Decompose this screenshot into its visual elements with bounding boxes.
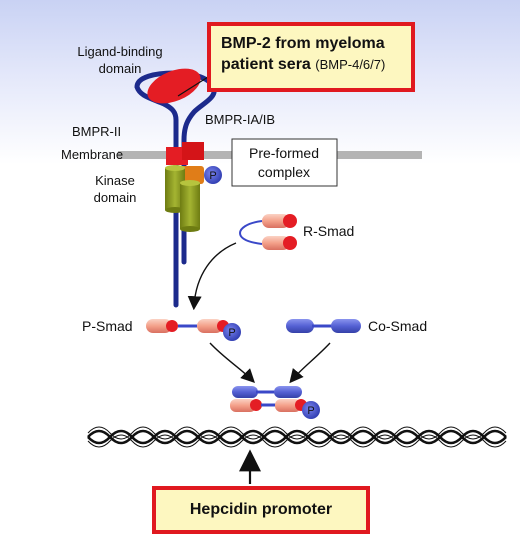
bmpr-ia-ib-label: BMPR-IA/IB: [205, 112, 275, 127]
bmpr-ii-label: BMPR-II: [72, 124, 121, 139]
preformed-label-2: complex: [258, 164, 310, 180]
co-smad-icon: [286, 319, 361, 333]
svg-text:P: P: [209, 170, 216, 182]
r-smad-label: R-Smad: [303, 223, 354, 239]
p-smad-icon: [146, 319, 241, 341]
p-smad-label: P-Smad: [82, 318, 133, 334]
ligand-bmp: [147, 68, 201, 104]
smad-complex-icon: [230, 386, 320, 419]
r-smad-icon: [238, 214, 297, 250]
membrane-label: Membrane: [61, 147, 123, 162]
kinase-label-1: Kinase: [95, 173, 135, 188]
svg-text:P: P: [228, 327, 235, 339]
hepcidin-promoter-label: Hepcidin promoter: [189, 501, 333, 518]
hepcidin-promoter-callout: Hepcidin promoter: [152, 486, 370, 534]
bmp-source-callout: BMP-2 from myeloma patient sera (BMP-4/6…: [207, 22, 415, 92]
preformed-label-1: Pre-formed: [249, 145, 319, 161]
bmp-callout-line2: patient sera (BMP-4/6/7): [221, 56, 386, 73]
ligand-binding-label-2: domain: [99, 61, 142, 76]
receptor-membrane-block-i: [182, 142, 204, 160]
kinase-gs-domain: [180, 166, 204, 184]
dna-helix: [87, 426, 507, 448]
bmp-callout-line1: BMP-2 from myeloma: [221, 35, 385, 52]
kinase-domain-i: [180, 180, 200, 232]
co-smad-label: Co-Smad: [368, 318, 427, 334]
r-smad-to-p-smad-arrow: [187, 242, 237, 311]
p-smad-to-complex-arrow: [209, 342, 255, 383]
svg-text:P: P: [307, 405, 314, 417]
receptor-phosphate-icon: [204, 166, 222, 184]
ligand-binding-label-1: Ligand-binding: [77, 44, 162, 59]
preformed-complex-box: [231, 138, 338, 187]
kinase-label-2: domain: [94, 190, 137, 205]
co-smad-to-complex-arrow: [289, 342, 331, 384]
